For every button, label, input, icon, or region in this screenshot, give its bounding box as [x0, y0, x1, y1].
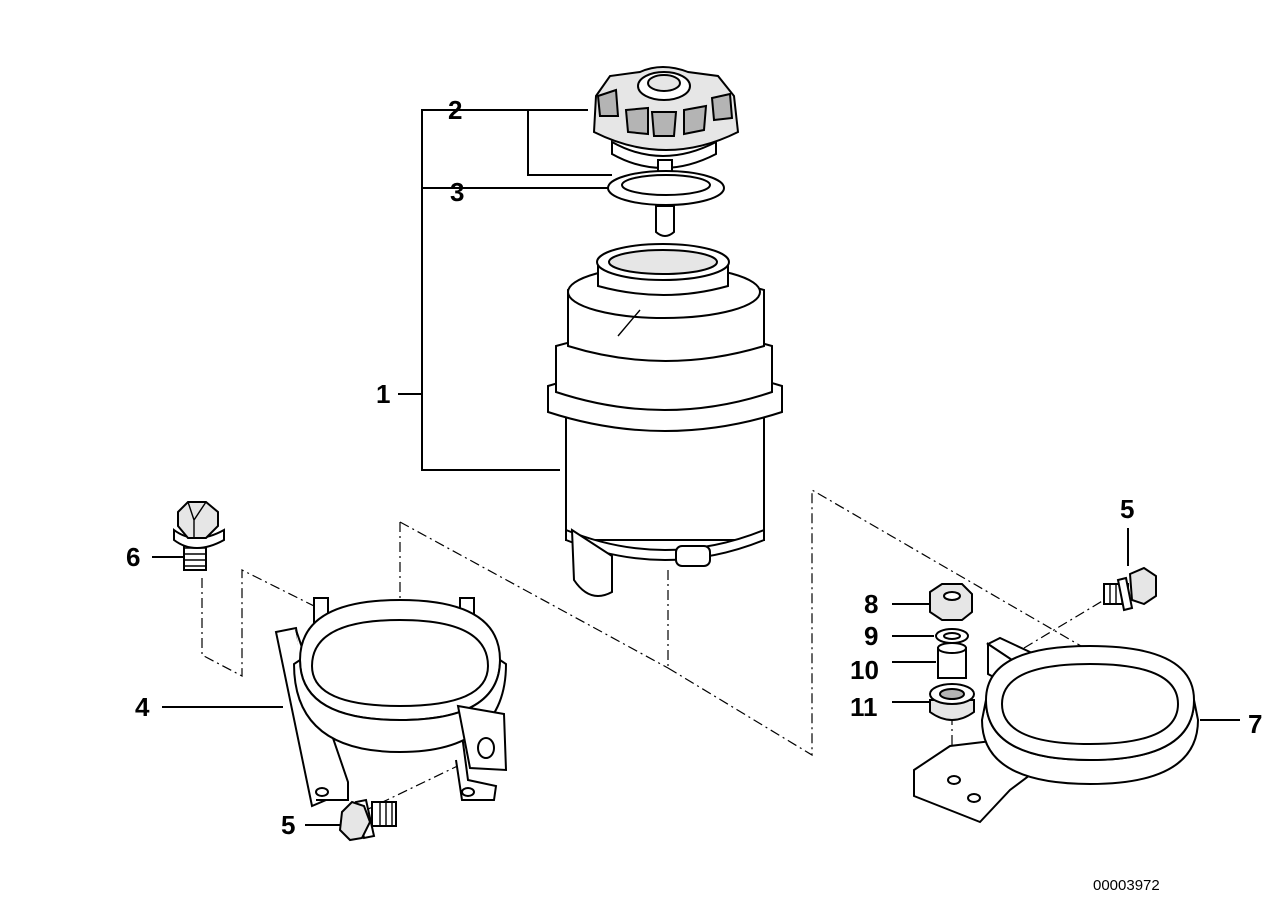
callout-11: 11 — [850, 692, 878, 722]
callout-8: 8 — [864, 589, 878, 619]
hex-bolt-5-right — [1103, 566, 1157, 612]
callout-7: 7 — [1248, 709, 1262, 739]
callout-5-left: 5 — [281, 810, 295, 840]
callout-10: 10 — [850, 655, 879, 685]
callout-3: 3 — [450, 177, 464, 207]
seal-ring — [607, 170, 725, 206]
callout-2: 2 — [448, 95, 462, 125]
mounting-hardware — [929, 583, 975, 721]
left-bracket — [274, 597, 508, 808]
reservoir-cap — [592, 66, 740, 237]
diagram-reference-number: 00003972 — [1093, 877, 1160, 894]
right-bracket — [913, 636, 1200, 824]
hex-bolt-5-left — [338, 798, 397, 842]
callout-labels: 1 2 3 4 5 5 6 7 8 9 10 11 — [126, 95, 1262, 840]
callout-6: 6 — [126, 542, 140, 572]
callout-9: 9 — [864, 621, 878, 651]
oil-reservoir — [547, 243, 783, 597]
callout-5-right: 5 — [1120, 494, 1134, 524]
leader-lines — [152, 109, 1240, 826]
hex-bolt-6 — [173, 501, 225, 571]
callout-1: 1 — [376, 379, 390, 409]
callout-4: 4 — [135, 692, 150, 722]
